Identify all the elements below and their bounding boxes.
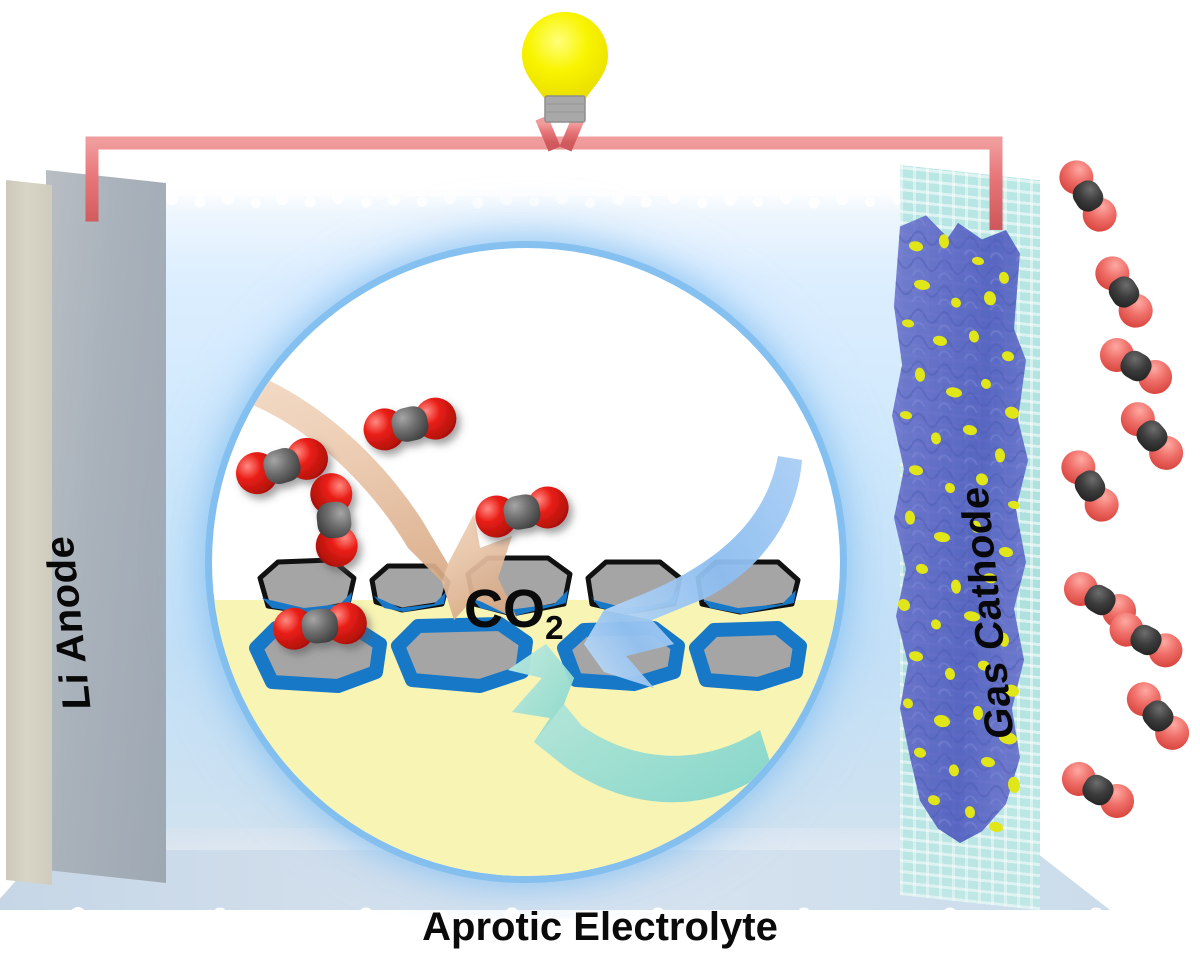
bulb-glass xyxy=(522,12,608,98)
deposit-particle xyxy=(257,557,357,615)
electron-flow-arrow xyxy=(584,456,802,688)
lithium-flow-arrow xyxy=(508,644,772,803)
co2-flow-arrow xyxy=(212,359,518,620)
circuit-wire xyxy=(85,109,1003,233)
gas-cathode: Gas Cathode xyxy=(880,165,1080,911)
external-circuit xyxy=(0,0,1200,233)
co2-molecule xyxy=(236,397,569,650)
cathode-active-material xyxy=(886,195,1034,871)
co2-label-subscript: 2 xyxy=(545,609,564,647)
light-bulb xyxy=(510,8,620,133)
magnifier-circle: CO2 e- Li+ xyxy=(212,248,840,876)
magnifier-contents xyxy=(212,248,840,876)
deposit-particle xyxy=(689,621,807,691)
figure-caption: Aprotic Electrolyte xyxy=(422,905,778,949)
co2-molecule xyxy=(1059,160,1190,818)
deposit-particle xyxy=(391,617,533,693)
deposit-particle xyxy=(369,563,451,613)
bulb-base xyxy=(544,95,586,123)
co2-label-text: CO xyxy=(464,579,545,639)
co2-label: CO2 xyxy=(464,578,564,648)
cell-bottom-foam xyxy=(0,905,1200,965)
